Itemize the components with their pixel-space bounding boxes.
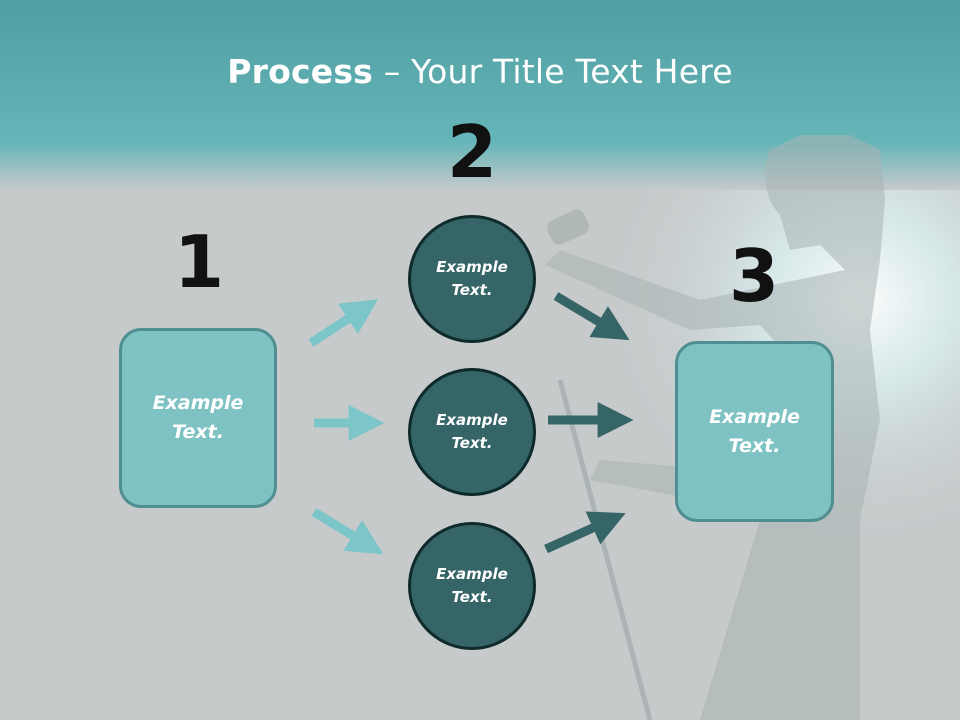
arrow-to-circle-3 [311,508,384,555]
step-2-circle-1: Example Text. [408,215,536,343]
arrow-from-circle-3 [544,511,626,554]
mic-stand [557,379,653,720]
arrow-from-circle-1 [553,292,630,341]
circle-1-text: Example Text. [436,258,508,299]
circle-2-text: Example Text. [436,411,508,452]
circle-3-text: Example Text. [436,565,508,606]
step-3-box: Example Text. [675,341,834,522]
step-3-text: Example Text. [709,405,800,457]
step-number-2: 2 [446,110,498,194]
step-number-3: 3 [728,234,780,318]
step-1-text: Example Text. [152,392,244,443]
slide-title: Process – Your Title Text Here [0,52,960,91]
step-2-circle-3: Example Text. [408,522,536,650]
arrow-to-circle-1 [308,299,379,347]
title-bold: Process [227,52,374,91]
microphone [547,209,589,245]
step-number-1: 1 [173,220,225,304]
title-rest: – Your Title Text Here [373,52,733,91]
step-1-box: Example Text. [119,328,277,508]
singer-silhouette [545,135,885,720]
step-2-circle-2: Example Text. [408,368,536,496]
